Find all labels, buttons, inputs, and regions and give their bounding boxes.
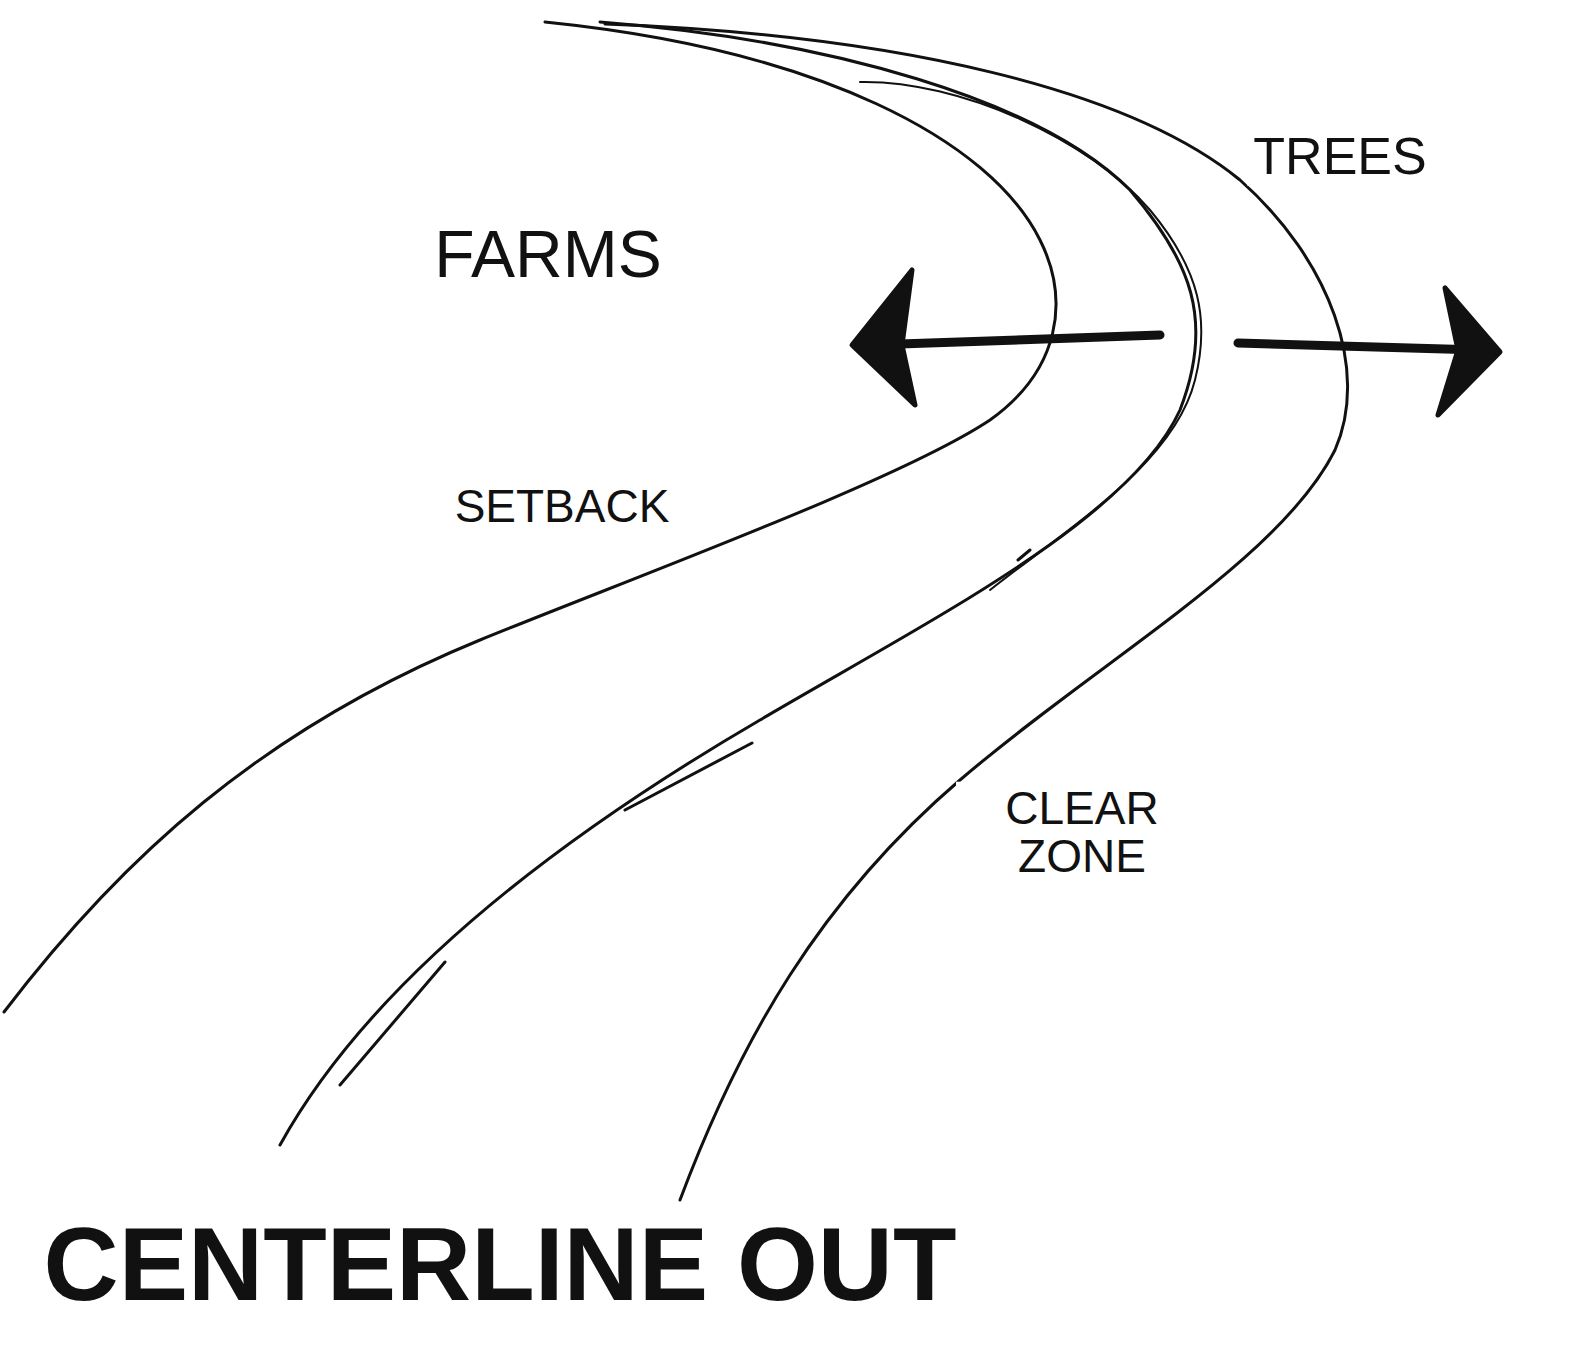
road-edge-left <box>4 22 1056 1012</box>
arrow-right-shaft <box>1238 343 1480 350</box>
lane-dash <box>1018 550 1030 560</box>
sketch-title: CENTERLINE OUT <box>38 1208 963 1321</box>
zone-label: CLEAR ZONE <box>956 782 1208 883</box>
road-centerline-double <box>860 82 1201 590</box>
arrow-left-head <box>852 270 915 405</box>
arrow-left-shaft <box>870 335 1160 345</box>
area-label: FARMS <box>428 218 667 291</box>
road-edge-right <box>605 24 1348 1200</box>
arrow-right-head <box>1438 288 1500 415</box>
road-centerline <box>280 22 1196 1145</box>
lane-dash <box>340 962 445 1085</box>
area-label: TREES <box>1247 127 1432 186</box>
lane-dash <box>625 743 752 810</box>
zone-label: SETBACK <box>449 480 676 532</box>
